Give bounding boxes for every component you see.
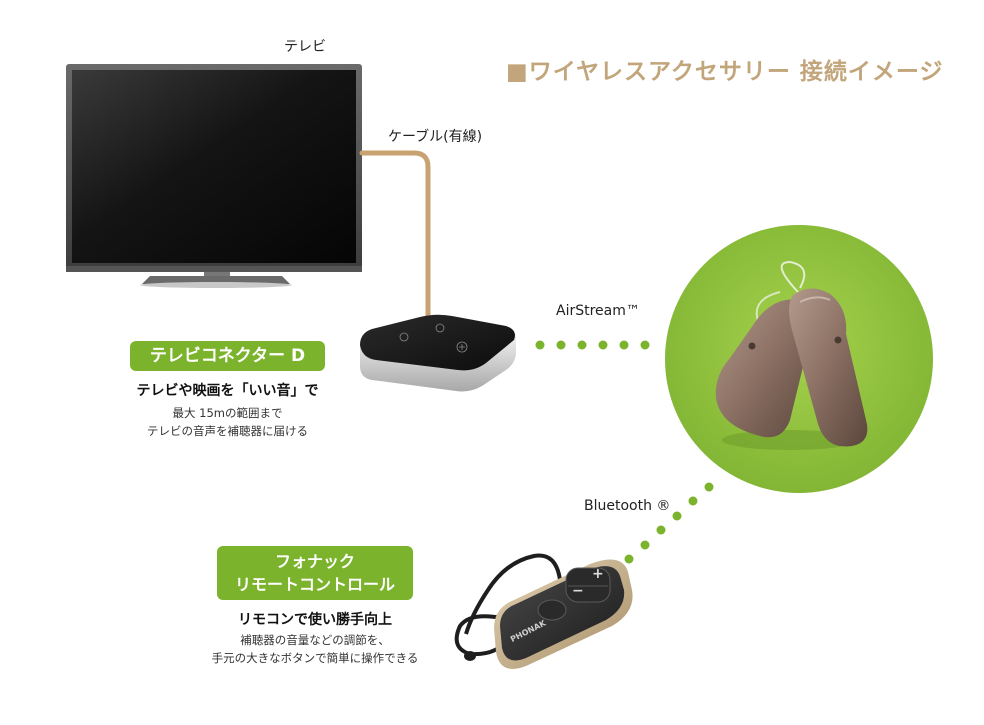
tv-connector-heading: テレビや映画を「いい音」で — [136, 383, 319, 399]
remote-badge: フォナック リモートコントロール — [217, 546, 413, 600]
airstream-label: AirStream™ — [556, 303, 640, 319]
tv-label: テレビ — [284, 39, 326, 55]
airstream-dotted-line — [535, 340, 650, 350]
remote-description: 補聴器の音量などの調節を、 手元の大きなボタンで簡単に操作できる — [190, 631, 440, 667]
tv-connector-badge: テレビコネクター D — [130, 341, 325, 371]
remote-desc-line1: 補聴器の音量などの調節を、 — [240, 633, 390, 647]
remote-heading: リモコンで使い勝手向上 — [238, 612, 392, 628]
cable-line — [359, 150, 431, 319]
tv-icon — [66, 64, 362, 288]
tv-connector-desc-line2: テレビの音声を補聴器に届ける — [147, 424, 308, 438]
bluetooth-dotted-line — [624, 482, 714, 564]
bluetooth-label: Bluetooth ® — [584, 498, 671, 514]
page-title: ■ワイヤレスアクセサリー 接続イメージ — [506, 59, 944, 85]
remote-badge-line2: リモートコントロール — [234, 575, 395, 594]
tv-connector-description: 最大 15mの範囲まで テレビの音声を補聴器に届ける — [120, 404, 335, 440]
remote-control-icon — [454, 553, 633, 669]
cable-label: ケーブル(有線) — [388, 129, 483, 145]
remote-minus-button: − — [572, 583, 584, 599]
hearing-aids-icon — [665, 225, 933, 493]
tv-connector-device-icon — [360, 314, 516, 392]
tv-connector-desc-line1: 最大 15mの範囲まで — [172, 406, 283, 420]
remote-desc-line2: 手元の大きなボタンで簡単に操作できる — [211, 651, 419, 665]
remote-plus-button: + — [592, 566, 604, 582]
remote-badge-line1: フォナック — [274, 552, 355, 571]
